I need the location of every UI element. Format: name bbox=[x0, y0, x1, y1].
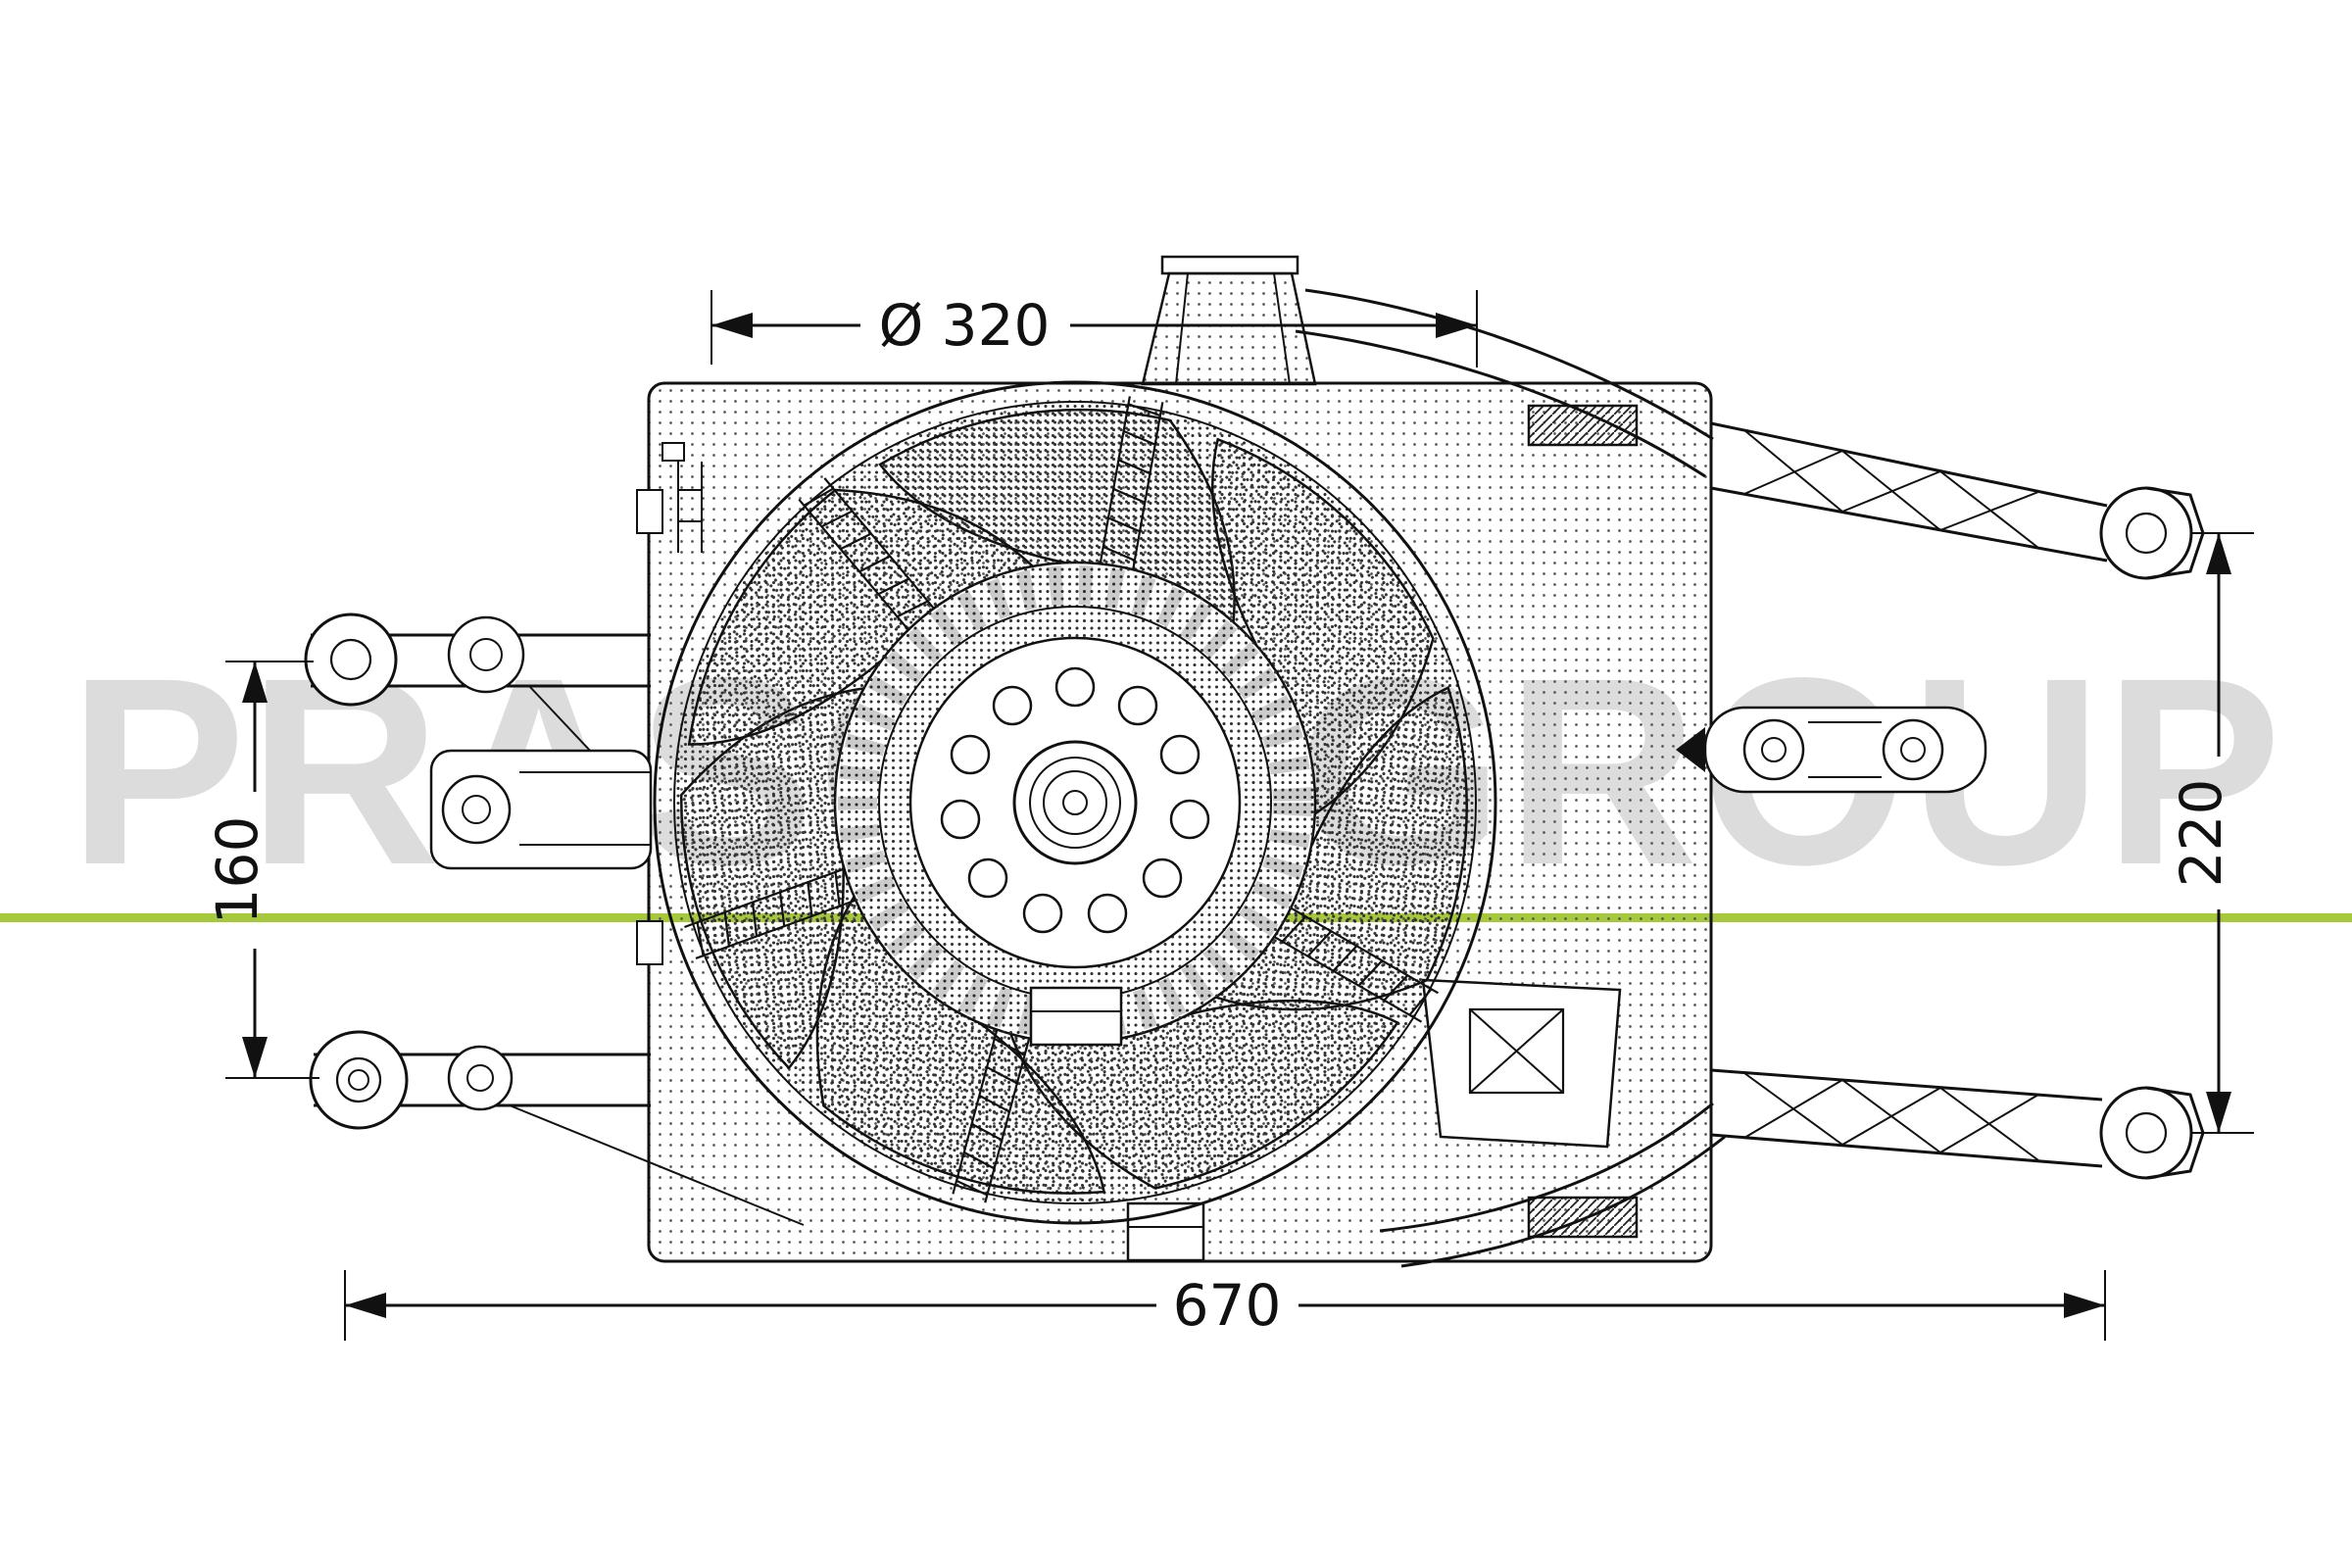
bracket-upper-right bbox=[1710, 421, 2205, 580]
dimension-left-height: 160 bbox=[204, 661, 319, 1079]
mount-pin-icon bbox=[1676, 727, 1705, 772]
dimension-top-label: Ø 320 bbox=[879, 292, 1051, 359]
bracket-lower-left bbox=[309, 1030, 805, 1226]
bolt-circle bbox=[940, 666, 1210, 934]
bracket-top bbox=[1141, 255, 1714, 478]
bracket-lower-right bbox=[1379, 1068, 2205, 1268]
bracket-upper-left bbox=[304, 612, 651, 754]
bracket-middle-left bbox=[429, 749, 653, 870]
dimension-right-height: 220 bbox=[2168, 532, 2254, 1134]
dimension-top-diameter: Ø 320 bbox=[710, 290, 1478, 368]
dimension-left-label: 160 bbox=[204, 816, 270, 925]
dimension-bottom-width: 670 bbox=[344, 1270, 2106, 1341]
dimension-bottom-label: 670 bbox=[1173, 1272, 1282, 1339]
dimension-right-label: 220 bbox=[2168, 779, 2234, 888]
bracket-middle-right bbox=[1676, 706, 1987, 794]
motor-hub bbox=[833, 561, 1317, 1047]
